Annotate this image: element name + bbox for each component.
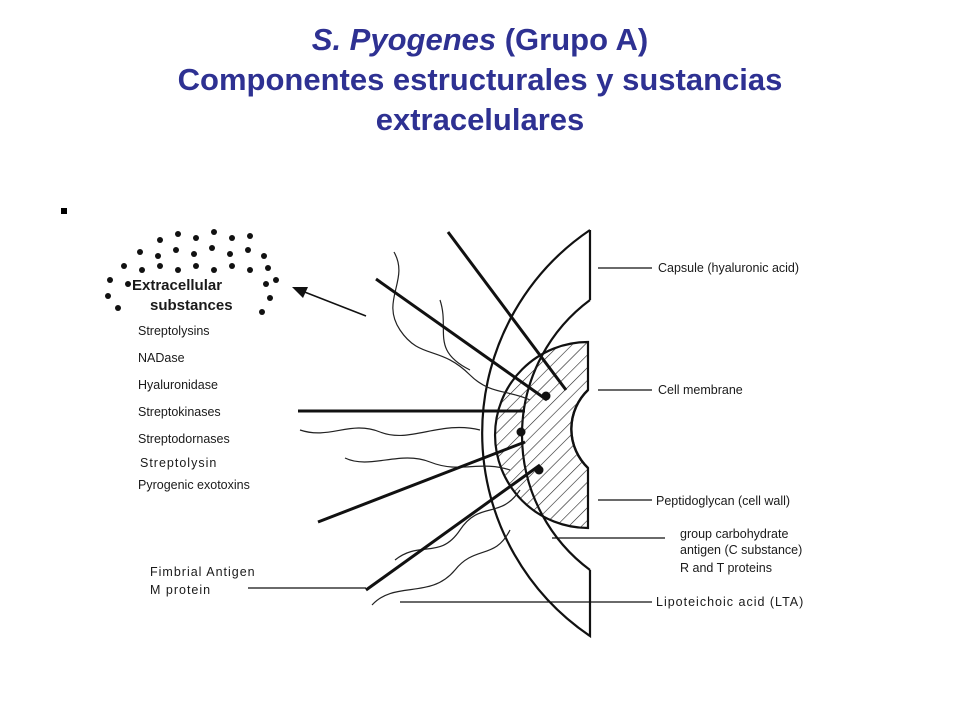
peptidoglycan-label: Peptidoglycan (cell wall) xyxy=(656,494,790,508)
dot xyxy=(265,265,271,271)
slide-title: S. Pyogenes (Grupo A) Componentes estruc… xyxy=(0,20,960,140)
dot xyxy=(121,263,127,269)
dot xyxy=(139,267,145,273)
dot xyxy=(193,263,199,269)
extracellular-list: StreptolysinsNADaseHyaluronidaseStreptok… xyxy=(138,324,250,492)
dot xyxy=(273,277,279,283)
capsule-outer-arc xyxy=(481,229,592,639)
fimbrial-antigen-label: Fimbrial Antigen xyxy=(150,565,256,579)
dot xyxy=(209,245,215,251)
dot xyxy=(191,251,197,257)
cell-membrane-arc xyxy=(570,389,589,469)
bullet-marker xyxy=(61,208,67,214)
dot xyxy=(229,263,235,269)
capsule-label: Capsule (hyaluronic acid) xyxy=(658,261,799,275)
dot xyxy=(211,229,217,235)
dot xyxy=(125,281,131,287)
extracellular-item: Hyaluronidase xyxy=(138,378,218,392)
dot xyxy=(211,267,217,273)
extracellular-item: Streptolysins xyxy=(138,324,210,338)
title-organism: S. Pyogenes xyxy=(311,22,497,57)
dot xyxy=(247,267,253,273)
dot xyxy=(107,277,113,283)
dot xyxy=(115,305,121,311)
dot xyxy=(245,247,251,253)
title-group: (Grupo A) xyxy=(496,22,649,57)
dot xyxy=(105,293,111,299)
anchor-dots xyxy=(516,391,551,475)
dot xyxy=(137,249,143,255)
title-line-3: extracelulares xyxy=(375,102,585,137)
dot xyxy=(263,281,269,287)
extracellular-dot-cloud xyxy=(105,229,279,315)
extracellular-item: Streptokinases xyxy=(138,405,221,419)
m-protein-label: M protein xyxy=(150,583,211,597)
extracellular-heading-2: substances xyxy=(150,297,233,314)
dot xyxy=(267,295,273,301)
dot xyxy=(261,253,267,259)
carbohydrate-label-2: antigen (C substance) xyxy=(680,543,802,557)
dot xyxy=(157,263,163,269)
extracellular-heading-1: Extracellular xyxy=(132,277,222,294)
dot xyxy=(227,251,233,257)
title-line-2: Componentes estructurales y sustancias xyxy=(177,62,783,97)
right-leader-lines xyxy=(400,267,665,603)
dot xyxy=(247,233,253,239)
arrow-to-extracellular xyxy=(292,287,367,317)
dot xyxy=(175,267,181,273)
rt-proteins-label: R and T proteins xyxy=(680,561,772,575)
title-line-1: S. Pyogenes (Grupo A) xyxy=(0,20,960,60)
dot xyxy=(157,237,163,243)
carbohydrate-label-1: group carbohydrate xyxy=(680,527,788,541)
dot xyxy=(193,235,199,241)
lta-label: Lipoteichoic acid (LTA) xyxy=(656,595,804,609)
peptidoglycan-band xyxy=(493,340,590,530)
extracellular-item: Streptolysin xyxy=(140,456,217,470)
extracellular-item: Streptodornases xyxy=(138,432,230,446)
wavy-fibrils xyxy=(299,251,531,606)
dot xyxy=(229,235,235,241)
cell-membrane-label: Cell membrane xyxy=(658,383,743,397)
dot xyxy=(173,247,179,253)
dot xyxy=(175,231,181,237)
extracellular-item: NADase xyxy=(138,351,185,365)
dot xyxy=(155,253,161,259)
surface-protein-spokes xyxy=(298,231,568,592)
dot xyxy=(259,309,265,315)
extracellular-item: Pyrogenic exotoxins xyxy=(138,478,250,492)
